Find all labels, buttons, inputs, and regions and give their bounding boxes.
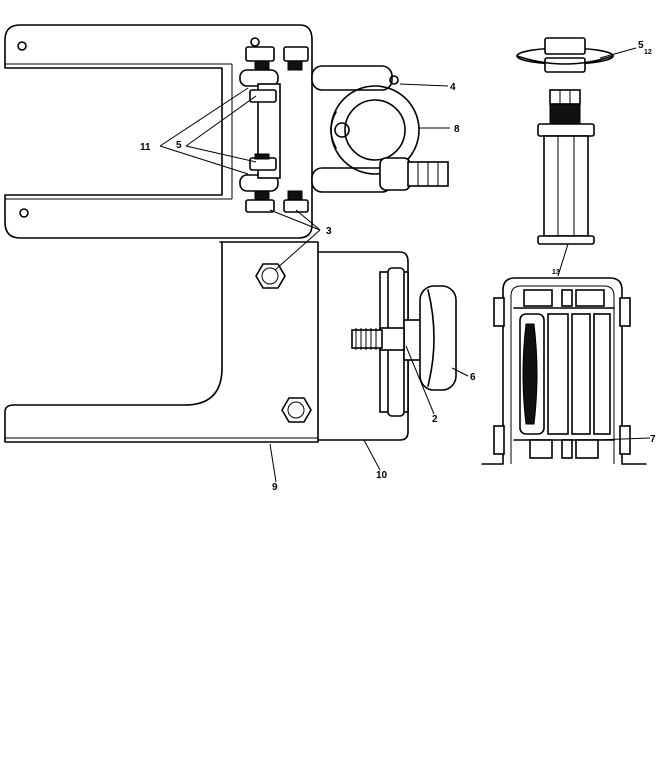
callout-8: 8	[454, 124, 460, 135]
callout-9: 9	[272, 482, 278, 493]
base-plate	[4, 241, 319, 443]
top-flange	[516, 37, 614, 73]
callout-13: 13	[552, 269, 560, 276]
callout-11: 11	[140, 142, 151, 153]
callout-6: 6	[470, 372, 476, 383]
callout-labels: 11 5 4 8 5 12 3 13 2 6 7 9 10	[140, 40, 656, 493]
threaded-stud	[549, 89, 581, 125]
callout-7: 7	[650, 434, 656, 445]
callout-4: 4	[450, 82, 456, 93]
spindle-tube	[537, 123, 595, 245]
hex-bolt-lower	[281, 397, 312, 423]
leader-lines	[159, 47, 651, 483]
threaded-screw	[351, 328, 383, 350]
callout-12: 12	[644, 49, 652, 56]
roller-housing	[481, 277, 647, 465]
hinge-bracket	[239, 65, 399, 193]
upper-c-frame	[4, 24, 313, 239]
callout-3: 3	[326, 226, 332, 237]
callout-2: 2	[432, 414, 438, 425]
hex-bolt-upper	[255, 263, 286, 289]
callout-5-left: 5	[176, 140, 182, 151]
callout-5-right: 5	[638, 40, 644, 51]
callout-10: 10	[376, 470, 388, 481]
pipe-clamp	[330, 85, 449, 191]
hex-nuts-upper	[245, 37, 309, 213]
vise-body	[317, 251, 457, 441]
